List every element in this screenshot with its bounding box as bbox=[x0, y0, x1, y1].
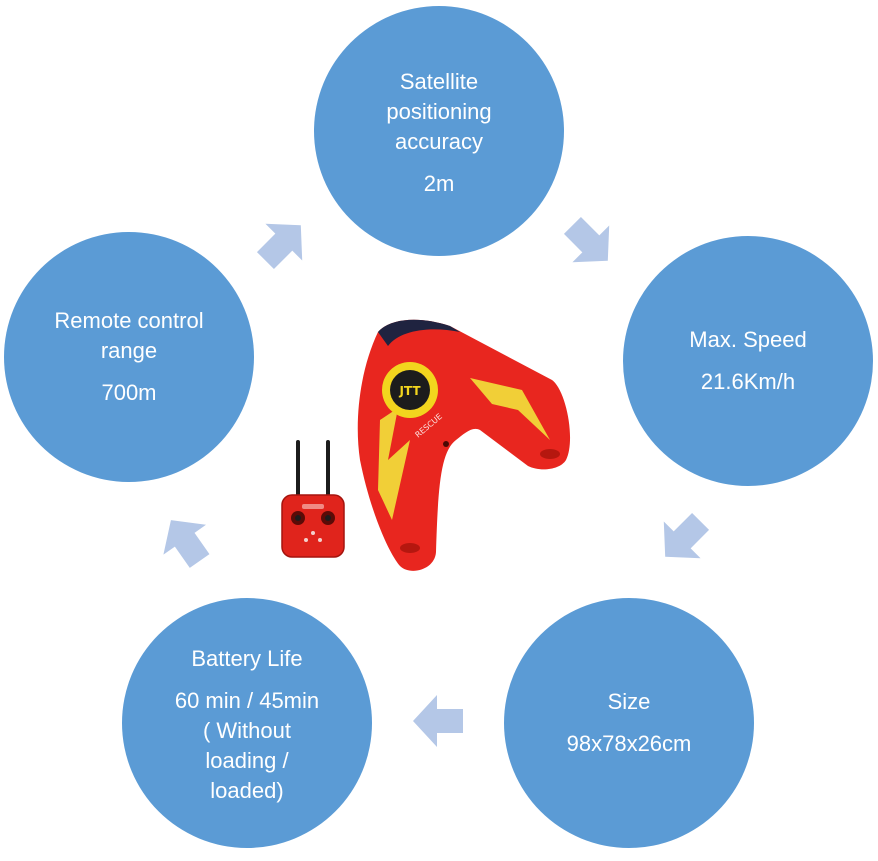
battery-title: Battery Life bbox=[191, 646, 303, 671]
battery-value-line-2: ( Without bbox=[202, 718, 291, 743]
satellite-title-line-1: Satellite bbox=[399, 69, 479, 94]
max-speed-node: Max. Speed 21.6Km/h bbox=[623, 236, 873, 486]
size-title: Size bbox=[607, 689, 651, 714]
range-title-line-1: Remote control bbox=[54, 308, 204, 333]
arrow-size-to-battery bbox=[413, 695, 463, 747]
satellite-title-line-3: accuracy bbox=[394, 129, 484, 154]
rescue-boat-icon: JTT RESCUE bbox=[357, 319, 571, 571]
range-value: 700m bbox=[101, 380, 157, 405]
remote-controller-icon bbox=[281, 440, 345, 558]
battery-value-line-4: loaded) bbox=[210, 778, 284, 803]
arrow-battery-to-range bbox=[163, 520, 210, 568]
speed-title: Max. Speed bbox=[689, 327, 807, 352]
arrow-range-to-satellite bbox=[256, 223, 303, 270]
size-node: Size 98x78x26cm bbox=[504, 598, 754, 848]
battery-value-line-3: loading / bbox=[205, 748, 289, 773]
battery-value-line-1: 60 min / 45min bbox=[174, 688, 320, 713]
arrow-speed-to-size bbox=[663, 512, 710, 559]
satellite-accuracy-node: Satellite positioning accuracy 2m bbox=[314, 6, 564, 256]
speed-value: 21.6Km/h bbox=[700, 369, 796, 394]
range-title-line-2: range bbox=[100, 338, 158, 363]
battery-life-node: Battery Life 60 min / 45min ( Without lo… bbox=[122, 598, 372, 848]
size-value: 98x78x26cm bbox=[566, 731, 692, 756]
satellite-value: 2m bbox=[423, 171, 455, 196]
satellite-title-line-2: positioning bbox=[386, 99, 492, 124]
arrow-satellite-to-speed bbox=[563, 216, 610, 263]
product-illustration: JTT RESCUE bbox=[281, 319, 571, 571]
remote-range-node: Remote control range 700m bbox=[4, 232, 254, 482]
svg-text:JTT: JTT bbox=[398, 384, 421, 398]
